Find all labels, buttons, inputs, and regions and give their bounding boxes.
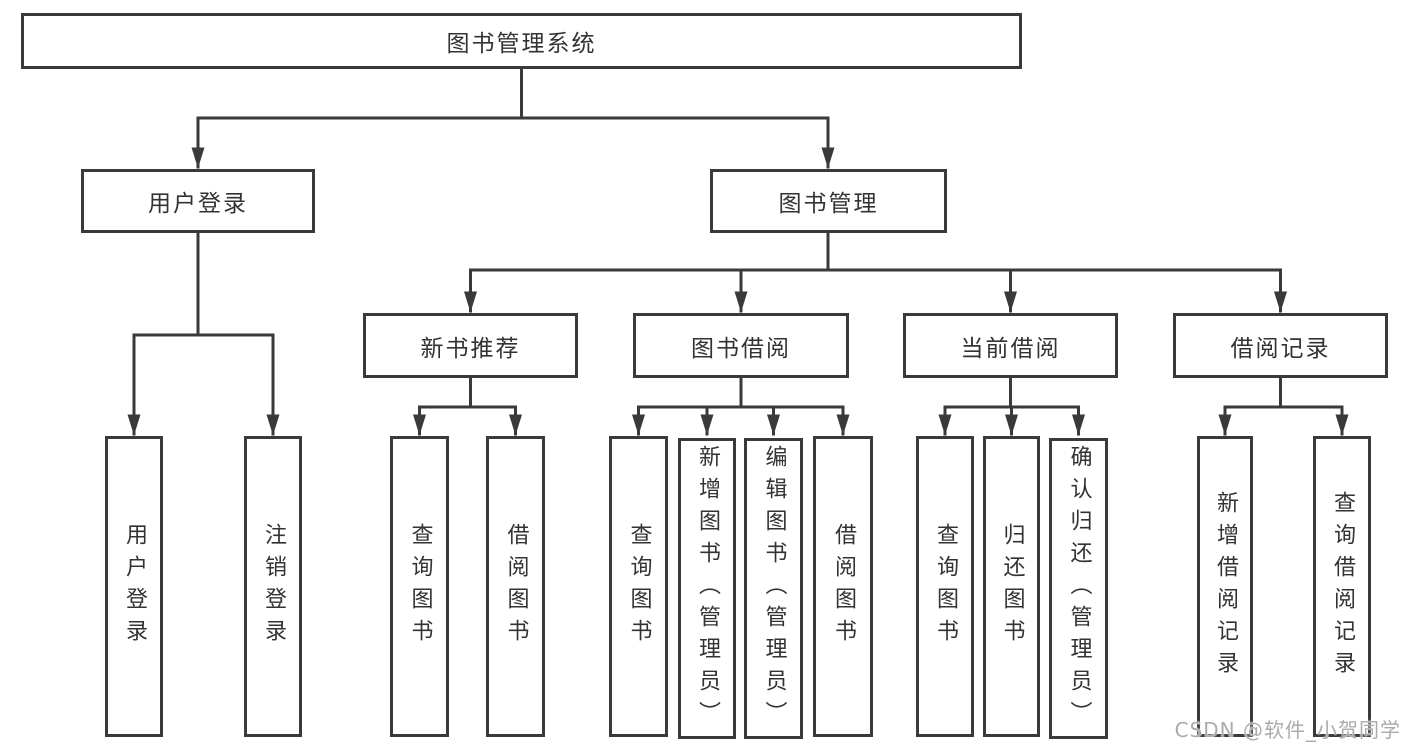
node-borrow-records-label: 借阅记录 — [1230, 335, 1331, 362]
node-book-borrow: 图书借阅 — [633, 313, 849, 378]
node-root: 图书管理系统 — [21, 13, 1022, 69]
leaf-newbooks-query: 查询图书 — [390, 436, 449, 737]
node-current-borrow: 当前借阅 — [903, 313, 1118, 378]
node-current-borrow-label: 当前借阅 — [960, 335, 1061, 362]
leaf-records-query: 查询借阅记录 — [1313, 436, 1371, 737]
leaf-currentborrow-return: 归还图书 — [983, 436, 1040, 737]
leaf-records-add: 新增借阅记录 — [1197, 436, 1253, 737]
node-borrow-records: 借阅记录 — [1173, 313, 1388, 378]
leaf-user-login: 用户登录 — [105, 436, 163, 737]
leaf-bookborrow-edit-admin: 编辑图书（管理员） — [744, 438, 803, 739]
csdn-watermark: CSDN @软件_小贺同学 — [1174, 718, 1401, 742]
leaf-logout: 注销登录 — [244, 436, 302, 737]
node-new-book-recommend-label: 新书推荐 — [420, 335, 521, 362]
leaf-currentborrow-query: 查询图书 — [916, 436, 974, 737]
node-book-management-label: 图书管理 — [778, 191, 879, 217]
leaf-bookborrow-borrow: 借阅图书 — [813, 436, 873, 737]
node-user-login: 用户登录 — [81, 169, 315, 233]
node-root-label: 图书管理系统 — [446, 31, 597, 57]
leaf-bookborrow-add-admin: 新增图书（管理员） — [678, 438, 736, 739]
leaf-newbooks-borrow: 借阅图书 — [486, 436, 545, 737]
leaf-currentborrow-confirm-admin: 确认归还（管理员） — [1049, 438, 1108, 739]
node-user-login-label: 用户登录 — [148, 191, 248, 217]
node-book-borrow-label: 图书借阅 — [691, 335, 791, 362]
leaf-bookborrow-query: 查询图书 — [609, 436, 668, 737]
node-new-book-recommend: 新书推荐 — [363, 313, 578, 378]
node-book-management: 图书管理 — [710, 169, 947, 233]
